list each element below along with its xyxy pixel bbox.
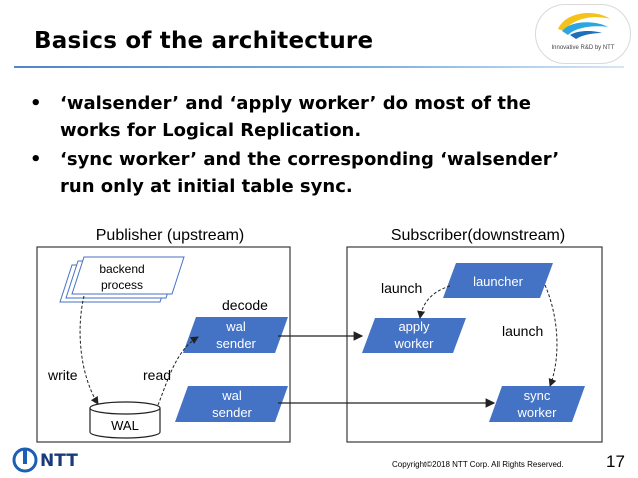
bullet-list: • ‘walsender’ and ‘apply worker’ do most… <box>30 90 610 202</box>
write-edge <box>79 295 99 405</box>
launch-label: launch <box>381 280 422 296</box>
read-edge <box>157 336 199 406</box>
bullet-line: run only at initial table sync. <box>60 176 353 197</box>
subscriber-box <box>346 246 603 443</box>
sync-worker-node: sync worker <box>489 386 585 422</box>
wal-sender-node: wal sender <box>183 317 288 353</box>
apply-worker-label: apply <box>398 319 430 334</box>
wal-sender-node: wal sender <box>175 386 288 422</box>
logo-caption: Innovative R&D by NTT <box>551 45 615 51</box>
wal-sender-label: wal <box>221 388 242 403</box>
write-label: write <box>47 367 78 383</box>
ntt-rnd-logo: Innovative R&D by NTT <box>535 4 631 64</box>
sync-worker-label: sync <box>524 388 551 403</box>
title-underline <box>14 66 624 68</box>
backend-process-node: backend process <box>59 256 185 303</box>
wal-storage-label: WAL <box>111 418 139 433</box>
swirl-logo-icon <box>558 13 610 39</box>
bullet-item: • ‘walsender’ and ‘apply worker’ do most… <box>30 90 610 144</box>
copyright-notice: Copyright©2018 NTT Corp. All Rights Rese… <box>392 460 564 469</box>
sync-worker-label: worker <box>516 405 557 420</box>
launch-sync-edge <box>544 284 558 387</box>
launch-apply-edge <box>417 285 451 319</box>
launch-label: launch <box>502 323 543 339</box>
apply-worker-label: worker <box>393 336 434 351</box>
footer-brand: NTT <box>40 451 78 471</box>
backend-process-label: backend <box>99 262 144 276</box>
bullet-line: ‘walsender’ and ‘apply worker’ do most o… <box>60 93 532 114</box>
bullet-line: works for Logical Replication. <box>60 120 362 141</box>
wal-sender-label: sender <box>212 405 252 420</box>
publisher-box <box>36 246 291 443</box>
bullet-marker: • <box>30 93 42 114</box>
wal-sender-label: sender <box>216 336 256 351</box>
wal-storage-node: WAL <box>89 401 161 439</box>
wal-sender-label: wal <box>225 319 246 334</box>
launcher-label: launcher <box>473 274 524 289</box>
slide-title: Basics of the architecture <box>34 28 374 54</box>
launcher-node: launcher <box>443 263 553 298</box>
apply-worker-node: apply worker <box>362 318 466 353</box>
page-number: 17 <box>606 452 625 471</box>
bullet-marker: • <box>30 149 42 170</box>
subscriber-label: Subscriber(downstream) <box>391 227 565 244</box>
publisher-label: Publisher (upstream) <box>96 227 245 244</box>
read-label: read <box>143 367 171 383</box>
bullet-line: ‘sync worker’ and the corresponding ‘wal… <box>60 149 560 170</box>
ntt-logo-icon <box>12 447 38 473</box>
bullet-item: • ‘sync worker’ and the corresponding ‘w… <box>30 146 610 200</box>
decode-label: decode <box>222 297 268 313</box>
backend-process-label: process <box>101 278 143 292</box>
